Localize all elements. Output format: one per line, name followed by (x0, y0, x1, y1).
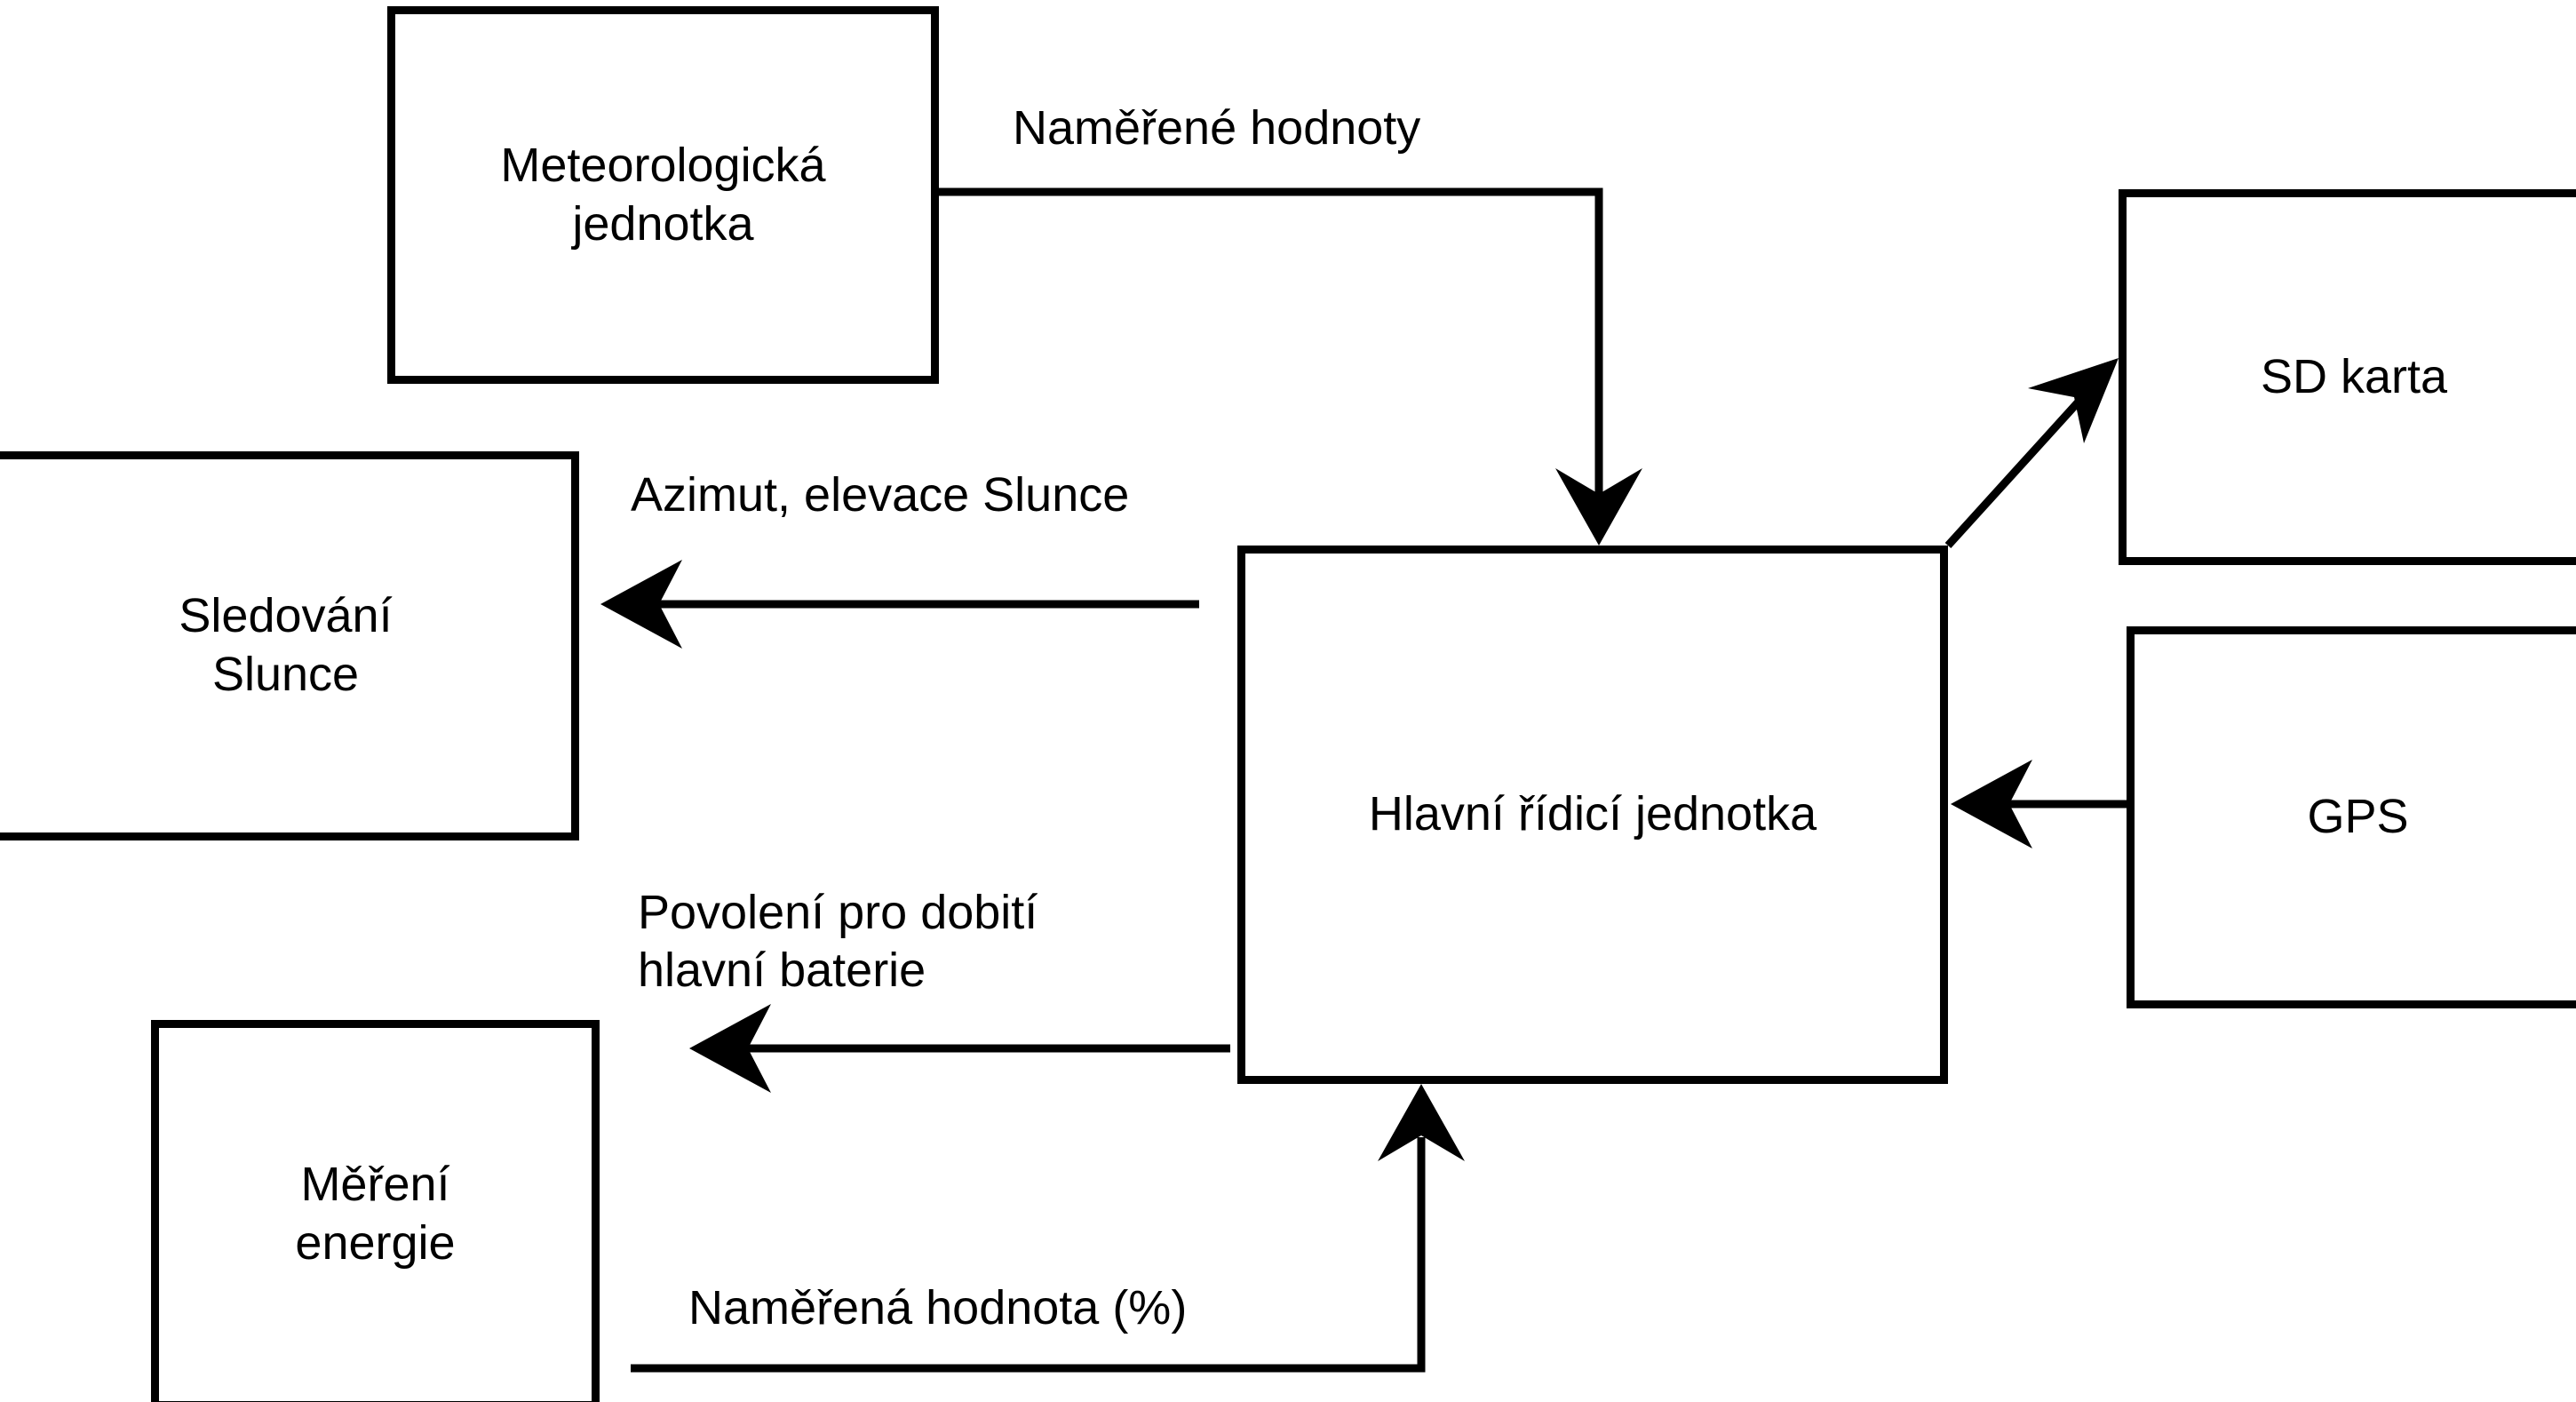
node-label-gps: GPS (2307, 790, 2409, 844)
connector-main-to-sd-card (1944, 358, 2119, 549)
node-label-energy-measurement: Měření energie (295, 1158, 456, 1270)
edge-label-azimuth-elevation: Azimut, elevace Slunce (631, 468, 1130, 522)
node-label-main-control-unit: Hlavní řídicí jednotka (1368, 787, 1817, 841)
connector-gps-to-main (1951, 760, 2127, 848)
node-sun-tracking[interactable]: Sledování Slunce (0, 451, 579, 840)
edge-label-measured-value-percent: Naměřená hodnota (%) (688, 1281, 1188, 1334)
node-sd-card[interactable]: SD karta (2119, 189, 2576, 565)
connector-meteo-to-main (939, 187, 1642, 546)
connector-energy-to-main (631, 1084, 1465, 1373)
connector-main-to-sun-tracking (600, 560, 1199, 649)
node-gps[interactable]: GPS (2127, 626, 2576, 1008)
edge-label-measured-values: Naměřené hodnoty (1013, 101, 1421, 155)
node-label-sd-card: SD karta (2260, 349, 2448, 403)
node-label-meteorological-unit: Meteorologická jednotka (500, 138, 826, 251)
node-energy-measurement[interactable]: Měření energie (151, 1020, 600, 1402)
connector-main-to-energy (689, 1004, 1230, 1093)
node-meteorological-unit[interactable]: Meteorologická jednotka (387, 6, 939, 384)
edge-label-battery-charge-permission: Povolení pro dobití hlavní baterie (638, 886, 1038, 997)
node-main-control-unit[interactable]: Hlavní řídicí jednotka (1237, 546, 1948, 1084)
node-label-sun-tracking: Sledování Slunce (179, 589, 393, 701)
